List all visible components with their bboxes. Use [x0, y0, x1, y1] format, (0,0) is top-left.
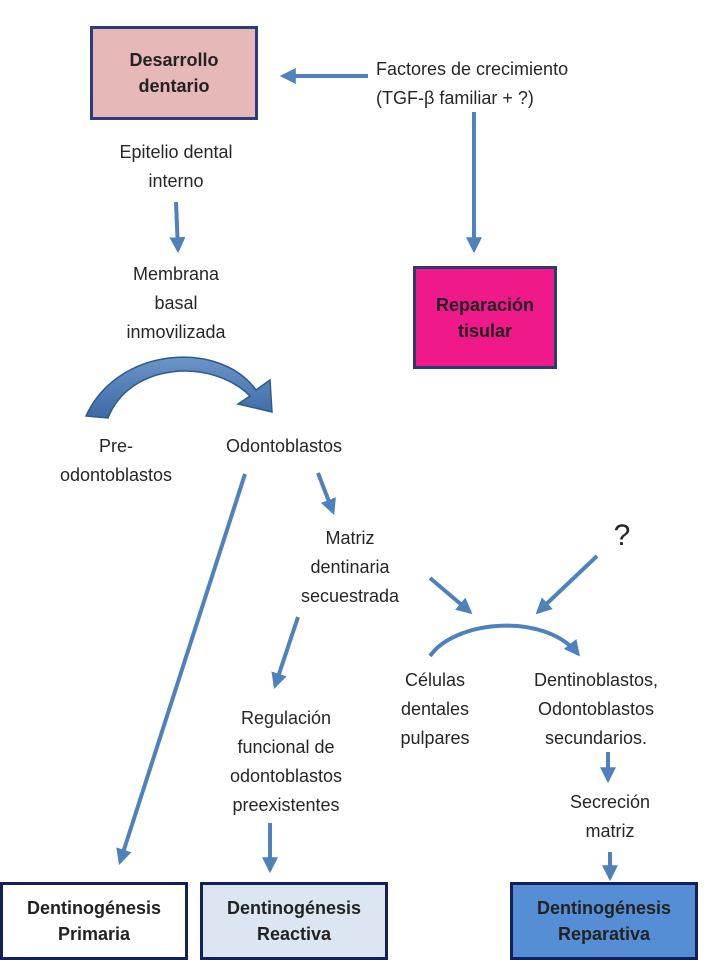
membrana-label: Membrana basal inmovilizada: [126, 264, 226, 342]
arrow-odontoblastos-to-primaria: [116, 473, 247, 866]
odontoblastos-label: Odontoblastos: [225, 436, 343, 456]
pre-odontoblastos-label: Pre- odontoblastos: [59, 436, 173, 485]
desarrollo-dentario-box: Desarrollo dentario: [90, 26, 258, 120]
arrow-matriz-to-regulacion: [271, 616, 300, 690]
dentinoblastos-label: Dentinoblastos, Odontoblastos secundario…: [533, 670, 659, 748]
arrow-odontoblastos-to-matriz: [316, 472, 336, 515]
dentinogenesis-reactiva-box: Dentinogénesis Reactiva: [200, 882, 388, 960]
arrow-epitelio-to-membrana: [169, 201, 186, 254]
dentinogenesis-primaria-box: Dentinogénesis Primaria: [0, 882, 188, 960]
question-label: ?: [613, 519, 631, 552]
reparacion-tisular-box: Reparación tisular: [413, 266, 557, 369]
arrow-celulas-to-dentinoblastos: [428, 623, 580, 658]
secrecion-label: Secreción matriz: [569, 792, 651, 841]
celulas-label: Células dentales pulpares: [400, 670, 470, 748]
arrow-question-to-dentinoblastos: [535, 554, 599, 615]
epitelio-label: Epitelio dental interno: [119, 142, 233, 191]
arrow-matriz-to-celulas: [428, 576, 473, 615]
dentinogenesis-reparativa-box: Dentinogénesis Reparativa: [510, 882, 698, 960]
factores-label: Factores de crecimiento (TGF-β familiar …: [376, 59, 569, 108]
matriz-label: Matriz dentinaria secuestrada: [300, 528, 400, 606]
curved-arrow-pre-to-odontoblastos: [84, 356, 273, 419]
regulacion-label: Regulación funcional de odontoblastos pr…: [229, 708, 343, 815]
